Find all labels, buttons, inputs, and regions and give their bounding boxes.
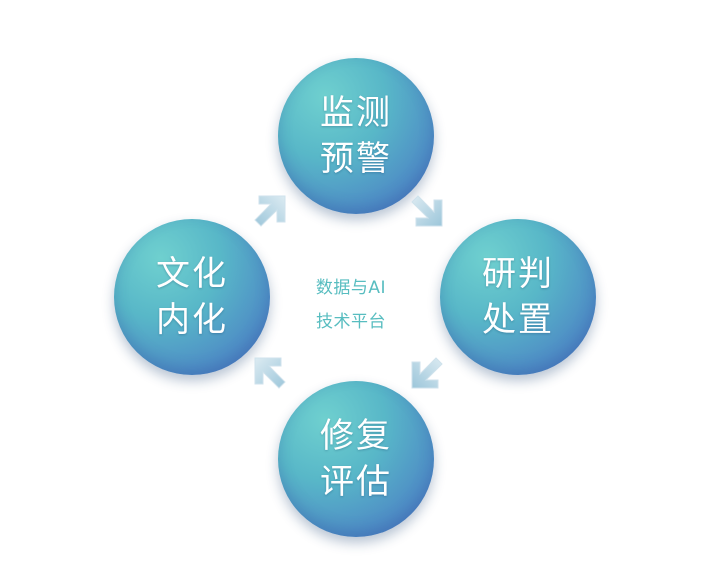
node-label-line2: 处置 (482, 300, 554, 340)
node-analysis-handling: 研判 处置 (440, 219, 596, 375)
arrow-up-left-icon (254, 357, 286, 389)
node-label-line2: 预警 (320, 139, 392, 179)
node-label-line2: 评估 (320, 462, 392, 502)
node-label-line2: 内化 (156, 300, 228, 340)
arrow-down-left-icon (411, 357, 443, 389)
node-label-line1: 监测 (320, 93, 392, 133)
arrow-down-right-icon (411, 195, 443, 227)
node-label-line1: 修复 (320, 416, 392, 456)
center-label-line1: 数据与AI (315, 278, 387, 298)
node-repair-evaluation: 修复 评估 (278, 381, 434, 537)
node-culture-internalization: 文化 内化 (114, 219, 270, 375)
node-label-line1: 文化 (156, 254, 228, 294)
center-label-line2: 技术平台 (316, 312, 386, 332)
node-label-line1: 研判 (482, 254, 554, 294)
arrow-up-right-icon (254, 195, 286, 227)
node-monitor-warning: 监测 预警 (278, 58, 434, 214)
